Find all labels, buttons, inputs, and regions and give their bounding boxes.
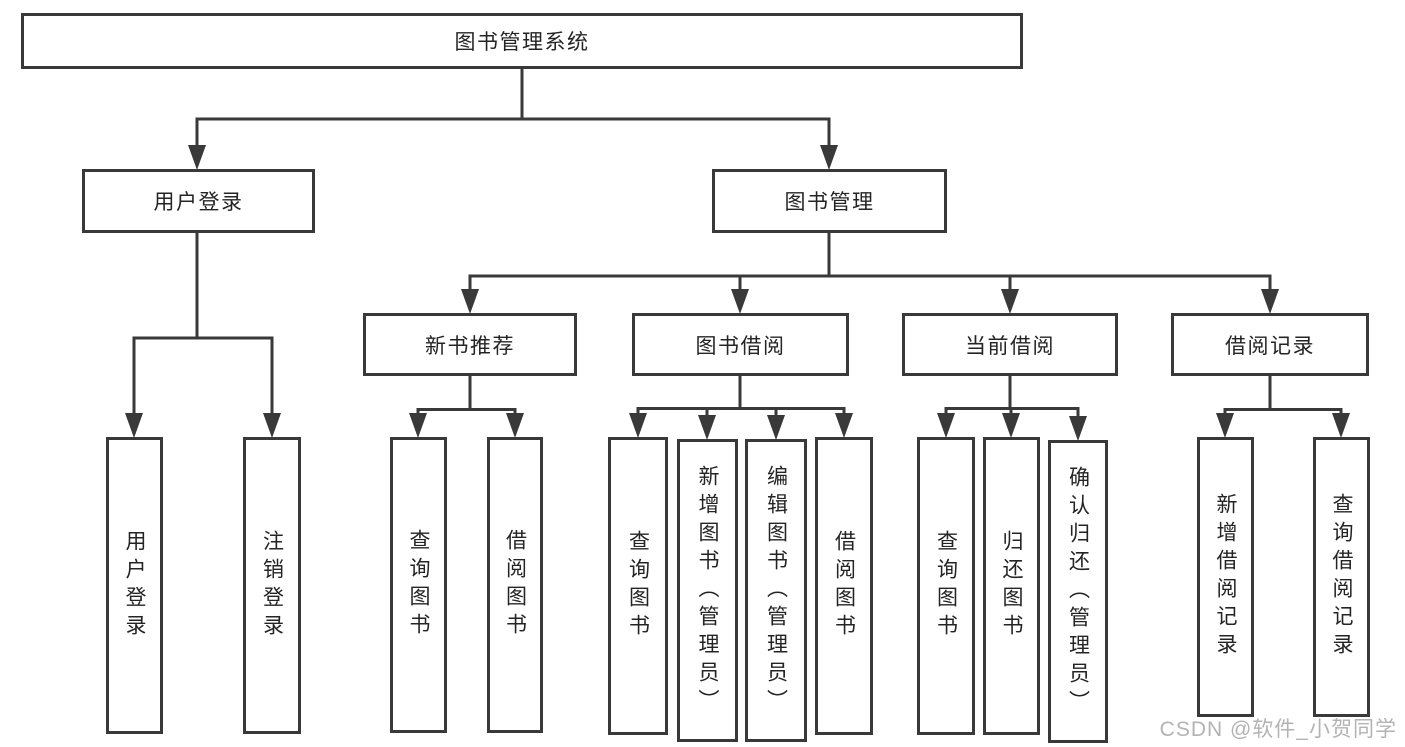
leaf-nb-borrow-books-label: 借阅图书: [503, 529, 527, 641]
leaf-bb-borrow-books-label: 借阅图书: [832, 530, 856, 642]
node-current-borrow: 当前借阅: [902, 313, 1118, 376]
leaf-br-add-record: 新增借阅记录: [1197, 437, 1254, 717]
node-book-management: 图书管理: [712, 169, 947, 233]
node-user-login-label: 用户登录: [153, 191, 244, 214]
leaf-br-query-record: 查询借阅记录: [1313, 437, 1370, 717]
leaf-user-login-label: 用户登录: [123, 529, 146, 642]
node-borrow-records: 借阅记录: [1171, 313, 1369, 376]
leaf-bb-query-books-label: 查询图书: [626, 530, 650, 642]
leaf-logout: 注销登录: [243, 437, 301, 734]
node-book-borrow-label: 图书借阅: [695, 334, 786, 358]
leaf-logout-label: 注销登录: [260, 529, 284, 642]
node-new-book-recommend-label: 新书推荐: [425, 334, 515, 358]
leaf-nb-query-books-label: 查询图书: [407, 529, 430, 641]
leaf-bb-borrow-books: 借阅图书: [815, 437, 873, 735]
node-new-book-recommend: 新书推荐: [363, 313, 577, 376]
leaf-cb-query-books: 查询图书: [917, 437, 975, 735]
node-borrow-records-label: 借阅记录: [1225, 334, 1315, 358]
node-root-label: 图书管理系统: [454, 31, 590, 54]
leaf-cb-query-books-label: 查询图书: [934, 530, 958, 642]
node-book-management-label: 图书管理: [784, 191, 875, 214]
leaf-br-add-record-label: 新增借阅记录: [1214, 493, 1237, 661]
leaf-nb-borrow-books: 借阅图书: [487, 437, 543, 733]
leaf-nb-query-books: 查询图书: [390, 437, 447, 733]
node-root: 图书管理系统: [21, 13, 1023, 69]
leaf-cb-confirm-return-admin-label: 确认归还（管理员）: [1066, 465, 1090, 718]
watermark: CSDN @软件_小贺同学: [1159, 718, 1397, 741]
leaf-bb-edit-books-admin-label: 编辑图书（管理员）: [764, 464, 788, 717]
leaf-br-query-record-label: 查询借阅记录: [1330, 493, 1353, 661]
node-user-login: 用户登录: [82, 169, 315, 233]
leaf-bb-query-books: 查询图书: [608, 437, 668, 735]
leaf-cb-return-books: 归还图书: [983, 437, 1040, 735]
leaf-user-login: 用户登录: [106, 437, 163, 734]
leaf-bb-add-books-admin: 新增图书（管理员）: [677, 439, 738, 742]
leaf-cb-confirm-return-admin: 确认归还（管理员）: [1048, 440, 1108, 743]
leaf-bb-add-books-admin-label: 新增图书（管理员）: [696, 464, 719, 717]
node-book-borrow: 图书借阅: [632, 313, 849, 376]
node-current-borrow-label: 当前借阅: [965, 334, 1055, 358]
leaf-bb-edit-books-admin: 编辑图书（管理员）: [745, 439, 807, 742]
leaf-cb-return-books-label: 归还图书: [1000, 530, 1023, 642]
